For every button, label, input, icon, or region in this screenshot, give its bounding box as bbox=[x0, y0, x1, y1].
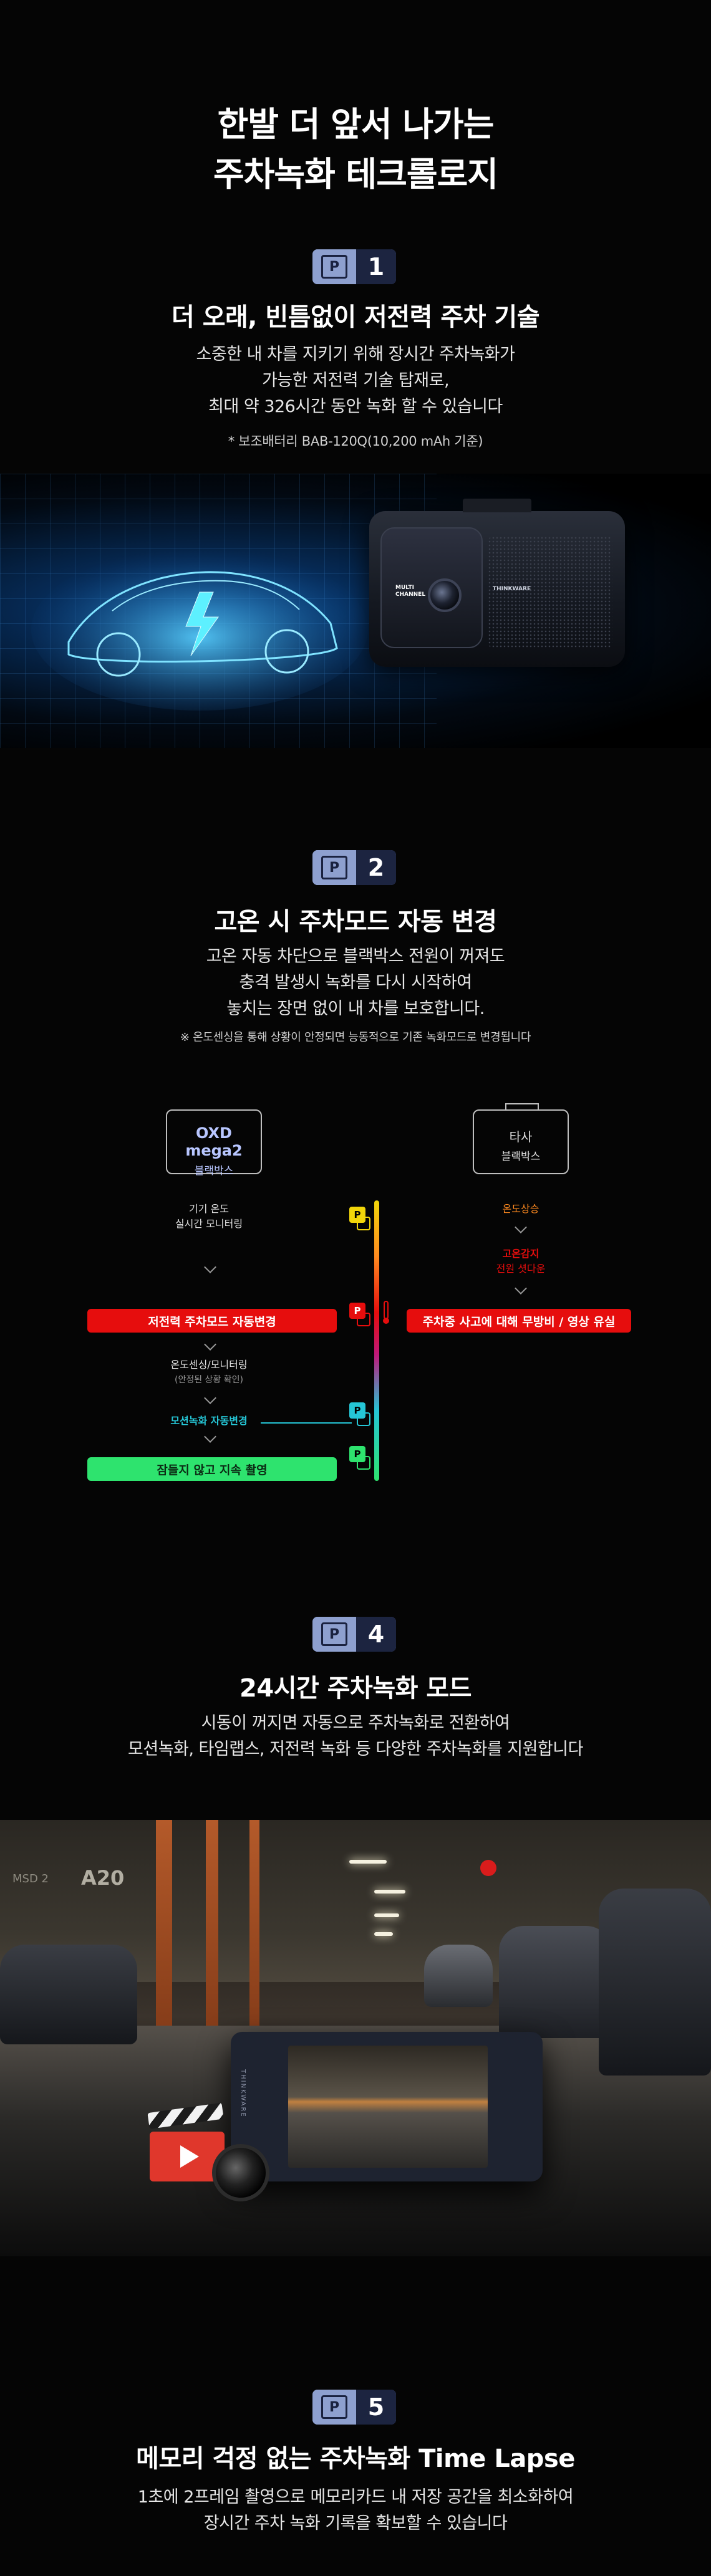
chevron-down-icon bbox=[515, 1221, 527, 1233]
left-step2: 온도센싱/모니터링 (안정된 상황 확인) bbox=[131, 1357, 287, 1387]
left-step1-line2: 실시간 모니터링 bbox=[175, 1218, 243, 1230]
section4-badge: P 4 bbox=[312, 1617, 396, 1652]
hero-title: 한발 더 앞서 나가는 주차녹화 테크롤로지 bbox=[0, 100, 711, 199]
section4-desc-line1: 시동이 꺼지면 자동으로 주차녹화로 전환하여 bbox=[201, 1713, 510, 1733]
section1-desc-line1: 소중한 내 차를 지키기 위해 장시간 주차녹화가 bbox=[196, 345, 515, 364]
section5-desc-line1: 1초에 2프레임 촬영으로 메모리카드 내 저장 공간을 최소화하여 bbox=[137, 2487, 574, 2507]
chevron-down-icon bbox=[204, 1261, 216, 1273]
left-step1: 기기 온도 실시간 모니터링 bbox=[143, 1202, 274, 1232]
section1-desc-line3: 최대 약 326시간 동안 녹화 할 수 있습니다 bbox=[208, 397, 503, 416]
dashcam-product: THINKWARE bbox=[231, 2032, 543, 2181]
left-pill-continuous: 잠들지 않고 지속 촬영 bbox=[87, 1457, 337, 1481]
section1-note: * 보조배터리 BAB-120Q(10,200 mAh 기준) bbox=[228, 434, 483, 449]
camera-lens-icon bbox=[212, 2144, 269, 2201]
dashcam-product: MULTI CHANNEL THINKWARE bbox=[369, 499, 625, 667]
parked-car bbox=[599, 1889, 711, 2076]
parked-car bbox=[424, 1945, 493, 2007]
section2-desc-line3: 놓치는 장면 없이 내 차를 보호합니다. bbox=[226, 999, 485, 1018]
section2-badge-number: 2 bbox=[356, 850, 396, 885]
section5-title: 메모리 걱정 없는 주차녹화 Time Lapse bbox=[136, 2444, 575, 2473]
left-step1-line1: 기기 온도 bbox=[189, 1203, 229, 1215]
section2-desc-line2: 충격 발생시 녹화를 다시 시작하여 bbox=[239, 973, 472, 992]
hero-title-line1: 한발 더 앞서 나가는 bbox=[217, 105, 495, 144]
parking-icon: P bbox=[321, 1622, 347, 1646]
section4-title: 24시간 주차녹화 모드 bbox=[239, 1674, 472, 1703]
section1-title: 더 오래, 빈틈없이 저전력 주차 기술 bbox=[171, 303, 540, 332]
section2-desc: 고온 자동 차단으로 블랙박스 전원이 꺼져도 충격 발생시 녹화를 다시 시작… bbox=[0, 944, 711, 1022]
right-product-box: 타사 블랙박스 bbox=[473, 1103, 569, 1174]
section2-note: ※ 온도센싱을 통해 상황이 안정되면 능동적으로 기존 녹화모드로 변경됩니다 bbox=[180, 1031, 531, 1044]
speaker-grille bbox=[488, 536, 612, 648]
section1-desc: 소중한 내 차를 지키기 위해 장시간 주차녹화가 가능한 저전력 기술 탑재로… bbox=[0, 342, 711, 420]
right-step2-line1: 고온감지 bbox=[502, 1248, 539, 1260]
parking-lot-visual: A20 MSD 2 THINKWARE bbox=[0, 1820, 711, 2256]
parked-car bbox=[499, 1926, 611, 2038]
dashcam-face: MULTI CHANNEL bbox=[380, 527, 483, 648]
section1-badge: P 1 bbox=[312, 249, 396, 284]
left-pill-lowpower: 저전력 주차모드 자동변경 bbox=[87, 1309, 337, 1333]
section5-badge: P 5 bbox=[312, 2390, 396, 2425]
left-step2-line2: (안정된 상황 확인) bbox=[175, 1375, 243, 1385]
parked-car bbox=[0, 1945, 137, 2044]
parking-icon: P bbox=[321, 255, 347, 279]
left-product-brand: OXD mega2 bbox=[185, 1124, 243, 1159]
status-icon bbox=[357, 1456, 370, 1470]
chevron-down-icon bbox=[515, 1282, 527, 1295]
parking-icon: P bbox=[321, 856, 347, 879]
section2-badge: P 2 bbox=[312, 850, 396, 885]
camera-lens-icon bbox=[428, 578, 462, 612]
status-icon bbox=[357, 1412, 370, 1426]
dashcam-brand: THINKWARE bbox=[493, 586, 531, 592]
dashcam-face-label-2: CHANNEL bbox=[395, 591, 426, 598]
section2-title: 고온 시 주차모드 자동 변경 bbox=[214, 907, 497, 936]
right-step2-line2: 전원 셧다운 bbox=[496, 1263, 546, 1275]
right-step1: 온도상승 bbox=[502, 1203, 539, 1215]
section5-desc: 1초에 2프레임 촬영으로 메모리카드 내 저장 공간을 최소화하여 장시간 주… bbox=[0, 2484, 711, 2537]
right-pill-danger: 주차중 사고에 대해 무방비 / 영상 유실 bbox=[407, 1309, 631, 1333]
dashcam-face-label-1: MULTI bbox=[395, 585, 414, 591]
thermometer-icon bbox=[382, 1300, 390, 1325]
left-step3: 모션녹화 자동변경 bbox=[170, 1415, 248, 1427]
status-icon bbox=[357, 1217, 370, 1230]
chevron-down-icon bbox=[204, 1430, 216, 1443]
left-product-box: OXD mega2 블랙박스 bbox=[166, 1109, 262, 1177]
connector-line bbox=[261, 1422, 352, 1424]
left-product-sub: 블랙박스 bbox=[194, 1165, 234, 1177]
right-product-sub: 블랙박스 bbox=[501, 1151, 541, 1163]
section1-desc-line2: 가능한 저전력 기술 탑재로, bbox=[261, 371, 450, 390]
hero-title-line2: 주차녹화 테크롤로지 bbox=[213, 155, 498, 194]
no-entry-sign-icon bbox=[480, 1860, 496, 1876]
chevron-down-icon bbox=[204, 1338, 216, 1351]
sign-text-2: MSD 2 bbox=[12, 1872, 49, 1885]
right-product-brand: 타사 bbox=[509, 1129, 533, 1144]
chevron-down-icon bbox=[204, 1392, 216, 1404]
temperature-gauge bbox=[374, 1200, 379, 1481]
play-icon bbox=[180, 2145, 199, 2168]
section4-badge-number: 4 bbox=[356, 1617, 396, 1652]
section1-visual: MULTI CHANNEL THINKWARE bbox=[0, 474, 711, 748]
dashcam-side-text: THINKWARE bbox=[239, 2069, 246, 2118]
right-step2: 고온감지 전원 셧다운 bbox=[455, 1247, 586, 1276]
section1-badge-number: 1 bbox=[356, 249, 396, 284]
section4-desc-line2: 모션녹화, 타임랩스, 저전력 녹화 등 다양한 주차녹화를 지원합니다 bbox=[128, 1740, 583, 1759]
dashcam-screen bbox=[288, 2046, 488, 2168]
section2-desc-line1: 고온 자동 차단으로 블랙박스 전원이 꺼져도 bbox=[206, 947, 505, 966]
left-step2-line1: 온도센싱/모니터링 bbox=[170, 1359, 248, 1371]
section5-badge-number: 5 bbox=[356, 2390, 396, 2425]
sign-text-1: A20 bbox=[81, 1866, 125, 1890]
section4-desc: 시동이 꺼지면 자동으로 주차녹화로 전환하여 모션녹화, 타임랩스, 저전력 … bbox=[0, 1710, 711, 1763]
parking-icon: P bbox=[321, 2395, 347, 2419]
status-icon bbox=[357, 1313, 370, 1326]
holographic-car-icon bbox=[31, 548, 368, 711]
section5-desc-line2: 장시간 주차 녹화 기록을 확보할 수 있습니다 bbox=[203, 2514, 508, 2533]
